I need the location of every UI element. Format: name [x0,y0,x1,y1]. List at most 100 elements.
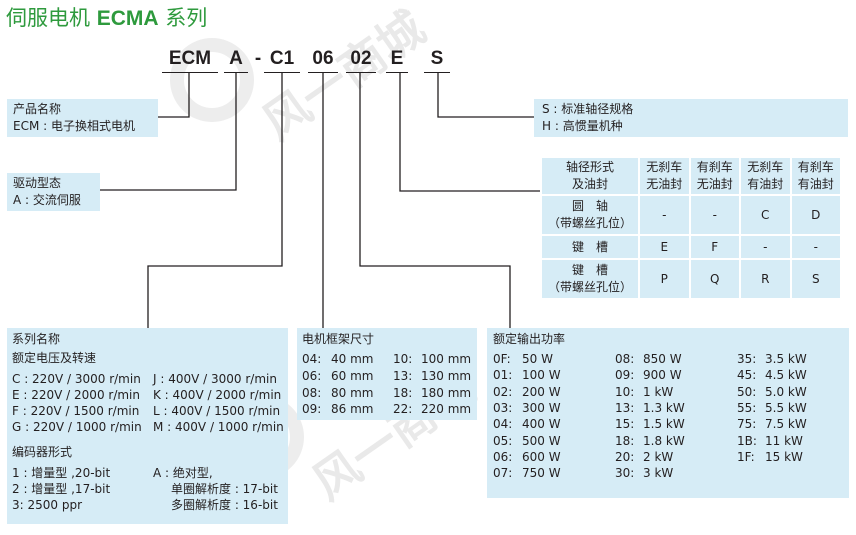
series-box: 系列名称 额定电压及转速 C : 220V / 3000 r/min J : 4… [7,328,288,524]
code-segment-shaft: E [390,48,404,69]
frame-size: 130 mm [421,369,472,383]
row-label: 键 槽 [571,239,608,254]
header-label: 轴径形式 [565,160,614,174]
encoder-heading: 编码器形式 [12,445,73,459]
power-value: 500 W [522,433,561,448]
title-suffix: 系列 [165,6,208,30]
row-label: （带螺丝孔位） [547,280,632,294]
power-value: 15 kW [765,449,803,464]
table-header-cell: 无刹车有油封 [739,156,792,196]
power-code: 02: [493,384,513,399]
frame-size: 100 mm [421,352,472,366]
connector-power [359,73,511,328]
voltage-item: F : 220V / 1500 r/min [12,404,140,418]
code-underline [386,72,408,73]
frame-size: 86 mm [331,402,374,416]
table-row-label: 键 槽 [540,234,640,260]
power-value: 1.8 kW [643,433,685,448]
power-value: 100 W [522,368,561,383]
code-segment-type: S [430,48,444,69]
power-value: 5.0 kW [765,384,807,399]
frame-code: 13: [393,369,413,383]
power-value: 900 W [643,368,682,383]
encoder-item: 多圈解析度 : 16-bit [171,498,278,512]
table-header-cell: 有刹车无油封 [688,156,741,196]
table-cell: P [638,258,691,300]
power-code: 03: [493,400,513,415]
power-code: 0F: [493,352,511,366]
power-code: 55: [737,400,757,415]
power-code: 1B: [737,433,757,448]
voltage-item: J : 400V / 3000 r/min [153,372,277,386]
power-code: 04: [493,417,513,432]
power-value: 3.5 kW [765,352,807,366]
code-underline [424,72,450,73]
power-box: 额定输出功率 [487,328,849,498]
table-header-cell: 无刹车无油封 [638,156,691,196]
power-value: 600 W [522,449,561,464]
encoder-item: 2 : 增量型 ,17-bit [12,482,111,496]
connector-type [437,73,534,118]
header-label: 无刹车 [747,160,784,174]
encoder-item: A : 绝对型, [153,466,213,480]
power-code: 01: [493,368,513,383]
header-label: 无刹车 [646,160,683,174]
power-value: 750 W [522,466,561,481]
header-label: 无油封 [696,177,733,191]
product-name-value: ECM : 电子换相式电机 [13,119,135,133]
frame-size: 40 mm [331,352,374,366]
frame-heading: 电机框架尺寸 [302,332,375,346]
table-cell: - [688,194,741,236]
code-segment-power: 02 [350,48,372,69]
encoder-item: 单圈解析度 : 17-bit [171,482,278,496]
drive-type-heading: 驱动型态 [13,176,62,190]
code-segment-frame: 06 [312,48,334,69]
table-cell: Q [688,258,741,300]
power-value: 7.5 kW [765,417,807,432]
power-code: 05: [493,433,513,448]
power-value: 1.5 kW [643,417,685,432]
code-underline [264,72,300,73]
table-row-label: 键 槽（带螺丝孔位） [540,258,640,300]
encoder-item: 3: 2500 ppr [12,498,83,512]
page-title: 伺服电机 ECMA 系列 [6,2,207,32]
table-header-row: 轴径形式 及油封 无刹车无油封 有刹车无油封 无刹车有油封 有刹车有油封 [540,156,842,196]
table-cell: D [789,194,842,236]
table-cell: - [739,234,792,260]
voltage-item: G : 220V / 1000 r/min [12,420,142,434]
table-cell: S [789,258,842,300]
drive-type-box: 驱动型态 A : 交流伺服 [7,173,100,211]
code-underline [346,72,376,73]
power-code: 35: [737,352,757,366]
connector-series [147,73,283,328]
frame-size-box: 电机框架尺寸 [297,328,477,420]
frame-code: 10: [393,352,413,366]
table-header-cell: 有刹车有油封 [789,156,842,196]
connector-shaft [399,73,540,192]
code-segment-drive: A [229,48,243,69]
header-label: 无油封 [646,177,683,191]
power-value: 4.5 kW [765,368,807,383]
row-label: （带螺丝孔位） [547,216,632,230]
connector-drive-type [100,73,237,191]
power-code: 75: [737,417,757,432]
power-code: 08: [615,352,635,366]
table-cell: - [638,194,691,236]
power-value: 2 kW [643,449,674,464]
connector-product-name [158,73,190,118]
header-label: 有油封 [747,177,784,191]
table-row-label: 圆 轴（带螺丝孔位） [540,194,640,236]
power-code: 20: [615,449,635,464]
title-model: ECMA [96,7,159,30]
table-cell: C [739,194,792,236]
table-row: 键 槽（带螺丝孔位） P Q R S [540,258,842,300]
power-code: 45: [737,368,757,383]
code-underline [308,72,338,73]
power-code: 50: [737,384,757,399]
voltage-heading: 额定电压及转速 [12,351,97,365]
power-value: 850 W [643,352,682,366]
power-value: 50 W [522,352,553,366]
series-heading: 系列名称 [12,332,61,346]
shaft-seal-table: 轴径形式 及油封 无刹车无油封 有刹车无油封 无刹车有油封 有刹车有油封 圆 轴… [540,156,842,300]
